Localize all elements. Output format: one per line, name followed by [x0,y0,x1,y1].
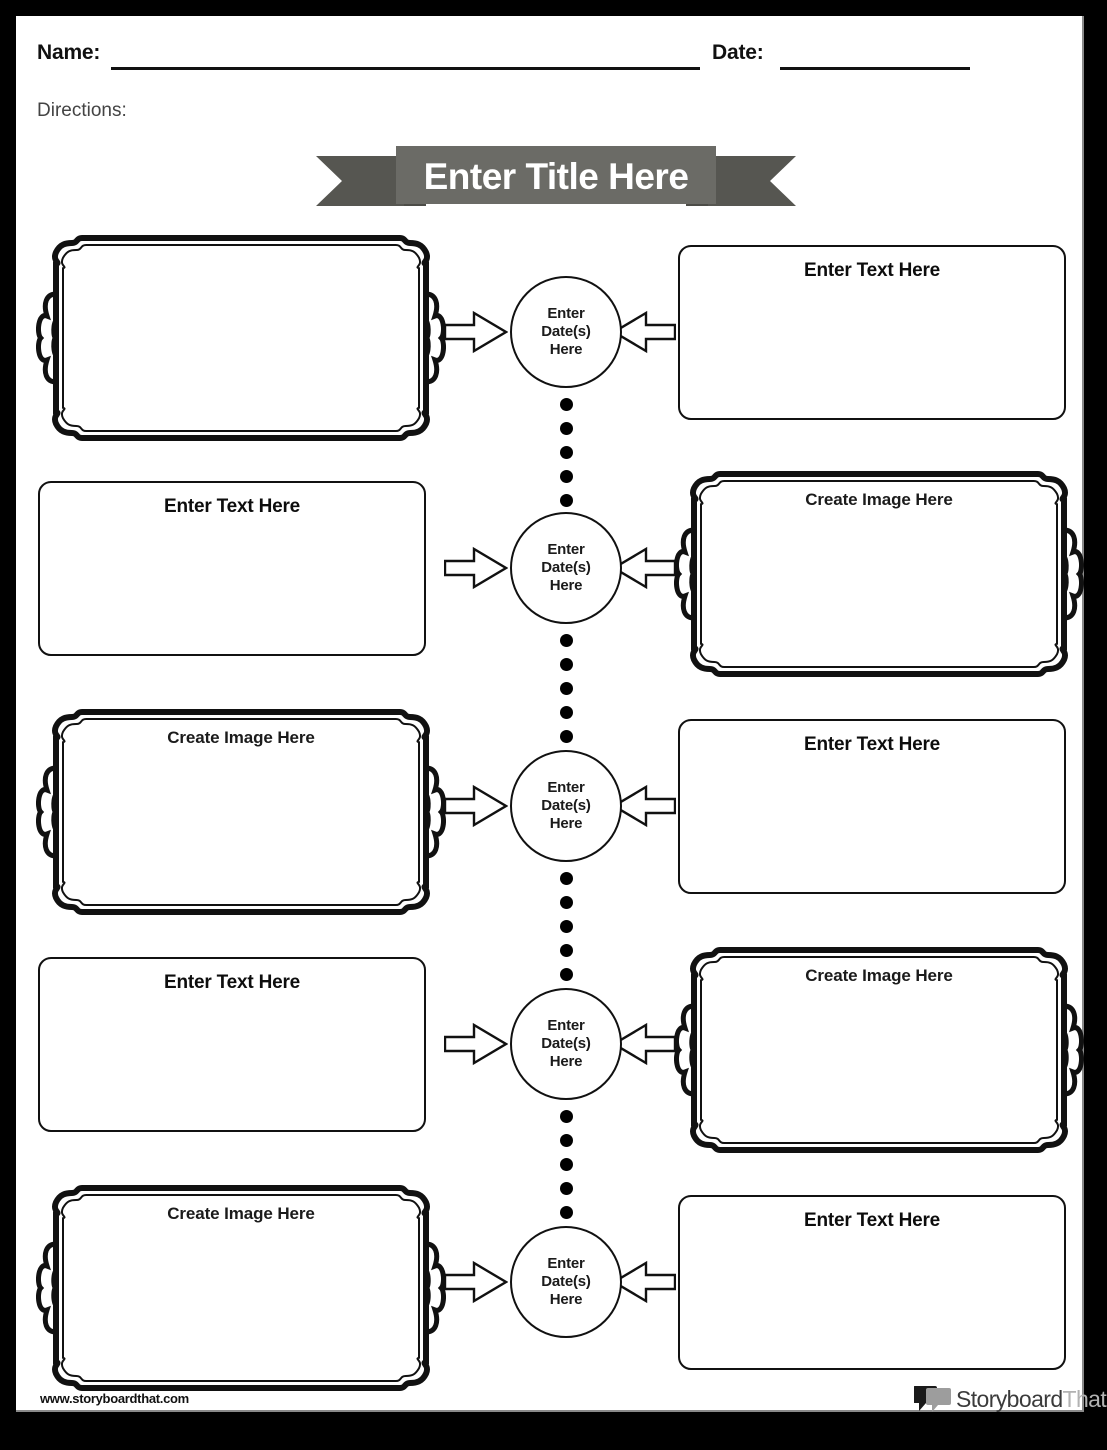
timeline-dot [559,706,573,719]
logo-word-that: That [1062,1386,1107,1412]
timeline-dot [559,1206,573,1219]
connector-arrow-left [612,783,676,829]
speech-bubble-icon [913,1386,951,1412]
title-ribbon[interactable]: Enter Title Here [316,144,796,214]
image-placeholder-box[interactable]: Create Image Here [674,468,1084,680]
text-placeholder-box[interactable]: Enter Text Here [678,719,1066,894]
image-placeholder-label: Create Image Here [167,728,315,747]
image-placeholder-box[interactable] [36,232,446,444]
timeline-dot [559,730,573,743]
connector-arrow-right [444,1259,508,1305]
connector-arrow-left [612,545,676,591]
connector-arrow-left [612,1259,676,1305]
timeline-dot [559,470,573,483]
arrow-left-icon [612,784,676,828]
arrow-right-icon [444,310,508,354]
name-label: Name: [37,41,101,64]
arrow-right-icon [444,1022,508,1066]
arrow-left-icon [612,546,676,590]
text-placeholder-box[interactable]: Enter Text Here [678,1195,1066,1370]
image-placeholder-label: Create Image Here [167,1204,315,1223]
timeline-dot [559,1110,573,1123]
storyboardthat-logo: StoryboardThat [913,1384,1107,1416]
text-placeholder-label: Enter Text Here [803,1210,941,1231]
timeline-dot [559,494,573,507]
connector-arrow-right [444,545,508,591]
worksheet-page: Name: Date: Directions: Enter Title Here… [16,16,1107,1412]
arrow-left-icon [612,1260,676,1304]
date-label: Date: [712,41,764,64]
name-write-line[interactable] [111,67,700,70]
timeline-dot [559,944,573,957]
ornate-frame-shape [36,709,446,915]
arrow-right-icon [444,784,508,828]
image-placeholder-label: Create Image Here [805,966,953,985]
ribbon-shape [316,146,796,206]
connector-arrow-right [444,309,508,355]
connector-arrow-left [612,309,676,355]
timeline-dot [559,1158,573,1171]
timeline-dot [559,896,573,909]
connector-arrow-right [444,1021,508,1067]
text-placeholder-box[interactable]: Enter Text Here [38,481,426,656]
text-placeholder-label: Enter Text Here [163,496,301,517]
text-placeholder-label: Enter Text Here [803,260,941,281]
timeline-dot [559,1134,573,1147]
text-placeholder-box[interactable]: Enter Text Here [38,957,426,1132]
timeline-dot [559,968,573,981]
image-placeholder-box[interactable]: Create Image Here [36,706,446,918]
timeline-dot [559,1182,573,1195]
worksheet-header: Name: Date: [26,38,1066,74]
arrow-right-icon [444,1260,508,1304]
ornate-frame-shape [674,947,1084,1153]
timeline-dot [559,634,573,647]
arrow-left-icon [612,1022,676,1066]
title-text: Enter Title Here [423,156,689,197]
logo-wordmark: StoryboardThat [956,1386,1107,1413]
timeline-dot [559,872,573,885]
arrow-left-icon [612,310,676,354]
ornate-frame-shape [36,235,446,441]
text-placeholder-label: Enter Text Here [163,972,301,993]
text-placeholder-box[interactable]: Enter Text Here [678,245,1066,420]
image-placeholder-label: Create Image Here [805,490,953,509]
text-placeholder-label: Enter Text Here [803,734,941,755]
logo-word-storyboard: Storyboard [956,1386,1063,1412]
timeline-dot [559,658,573,671]
timeline-dot [559,682,573,695]
timeline-dot [559,398,573,411]
connector-arrow-left [612,1021,676,1067]
arrow-right-icon [444,546,508,590]
timeline-dot [559,446,573,459]
ornate-frame-shape [36,1185,446,1391]
image-placeholder-box[interactable]: Create Image Here [674,944,1084,1156]
ornate-frame-shape [674,471,1084,677]
timeline-dot [559,920,573,933]
date-write-line[interactable] [780,67,970,70]
image-placeholder-box[interactable]: Create Image Here [36,1182,446,1394]
timeline-dot [559,422,573,435]
footer-url: www.storyboardthat.com [40,1391,189,1406]
directions-label: Directions: [37,100,127,121]
connector-arrow-right [444,783,508,829]
